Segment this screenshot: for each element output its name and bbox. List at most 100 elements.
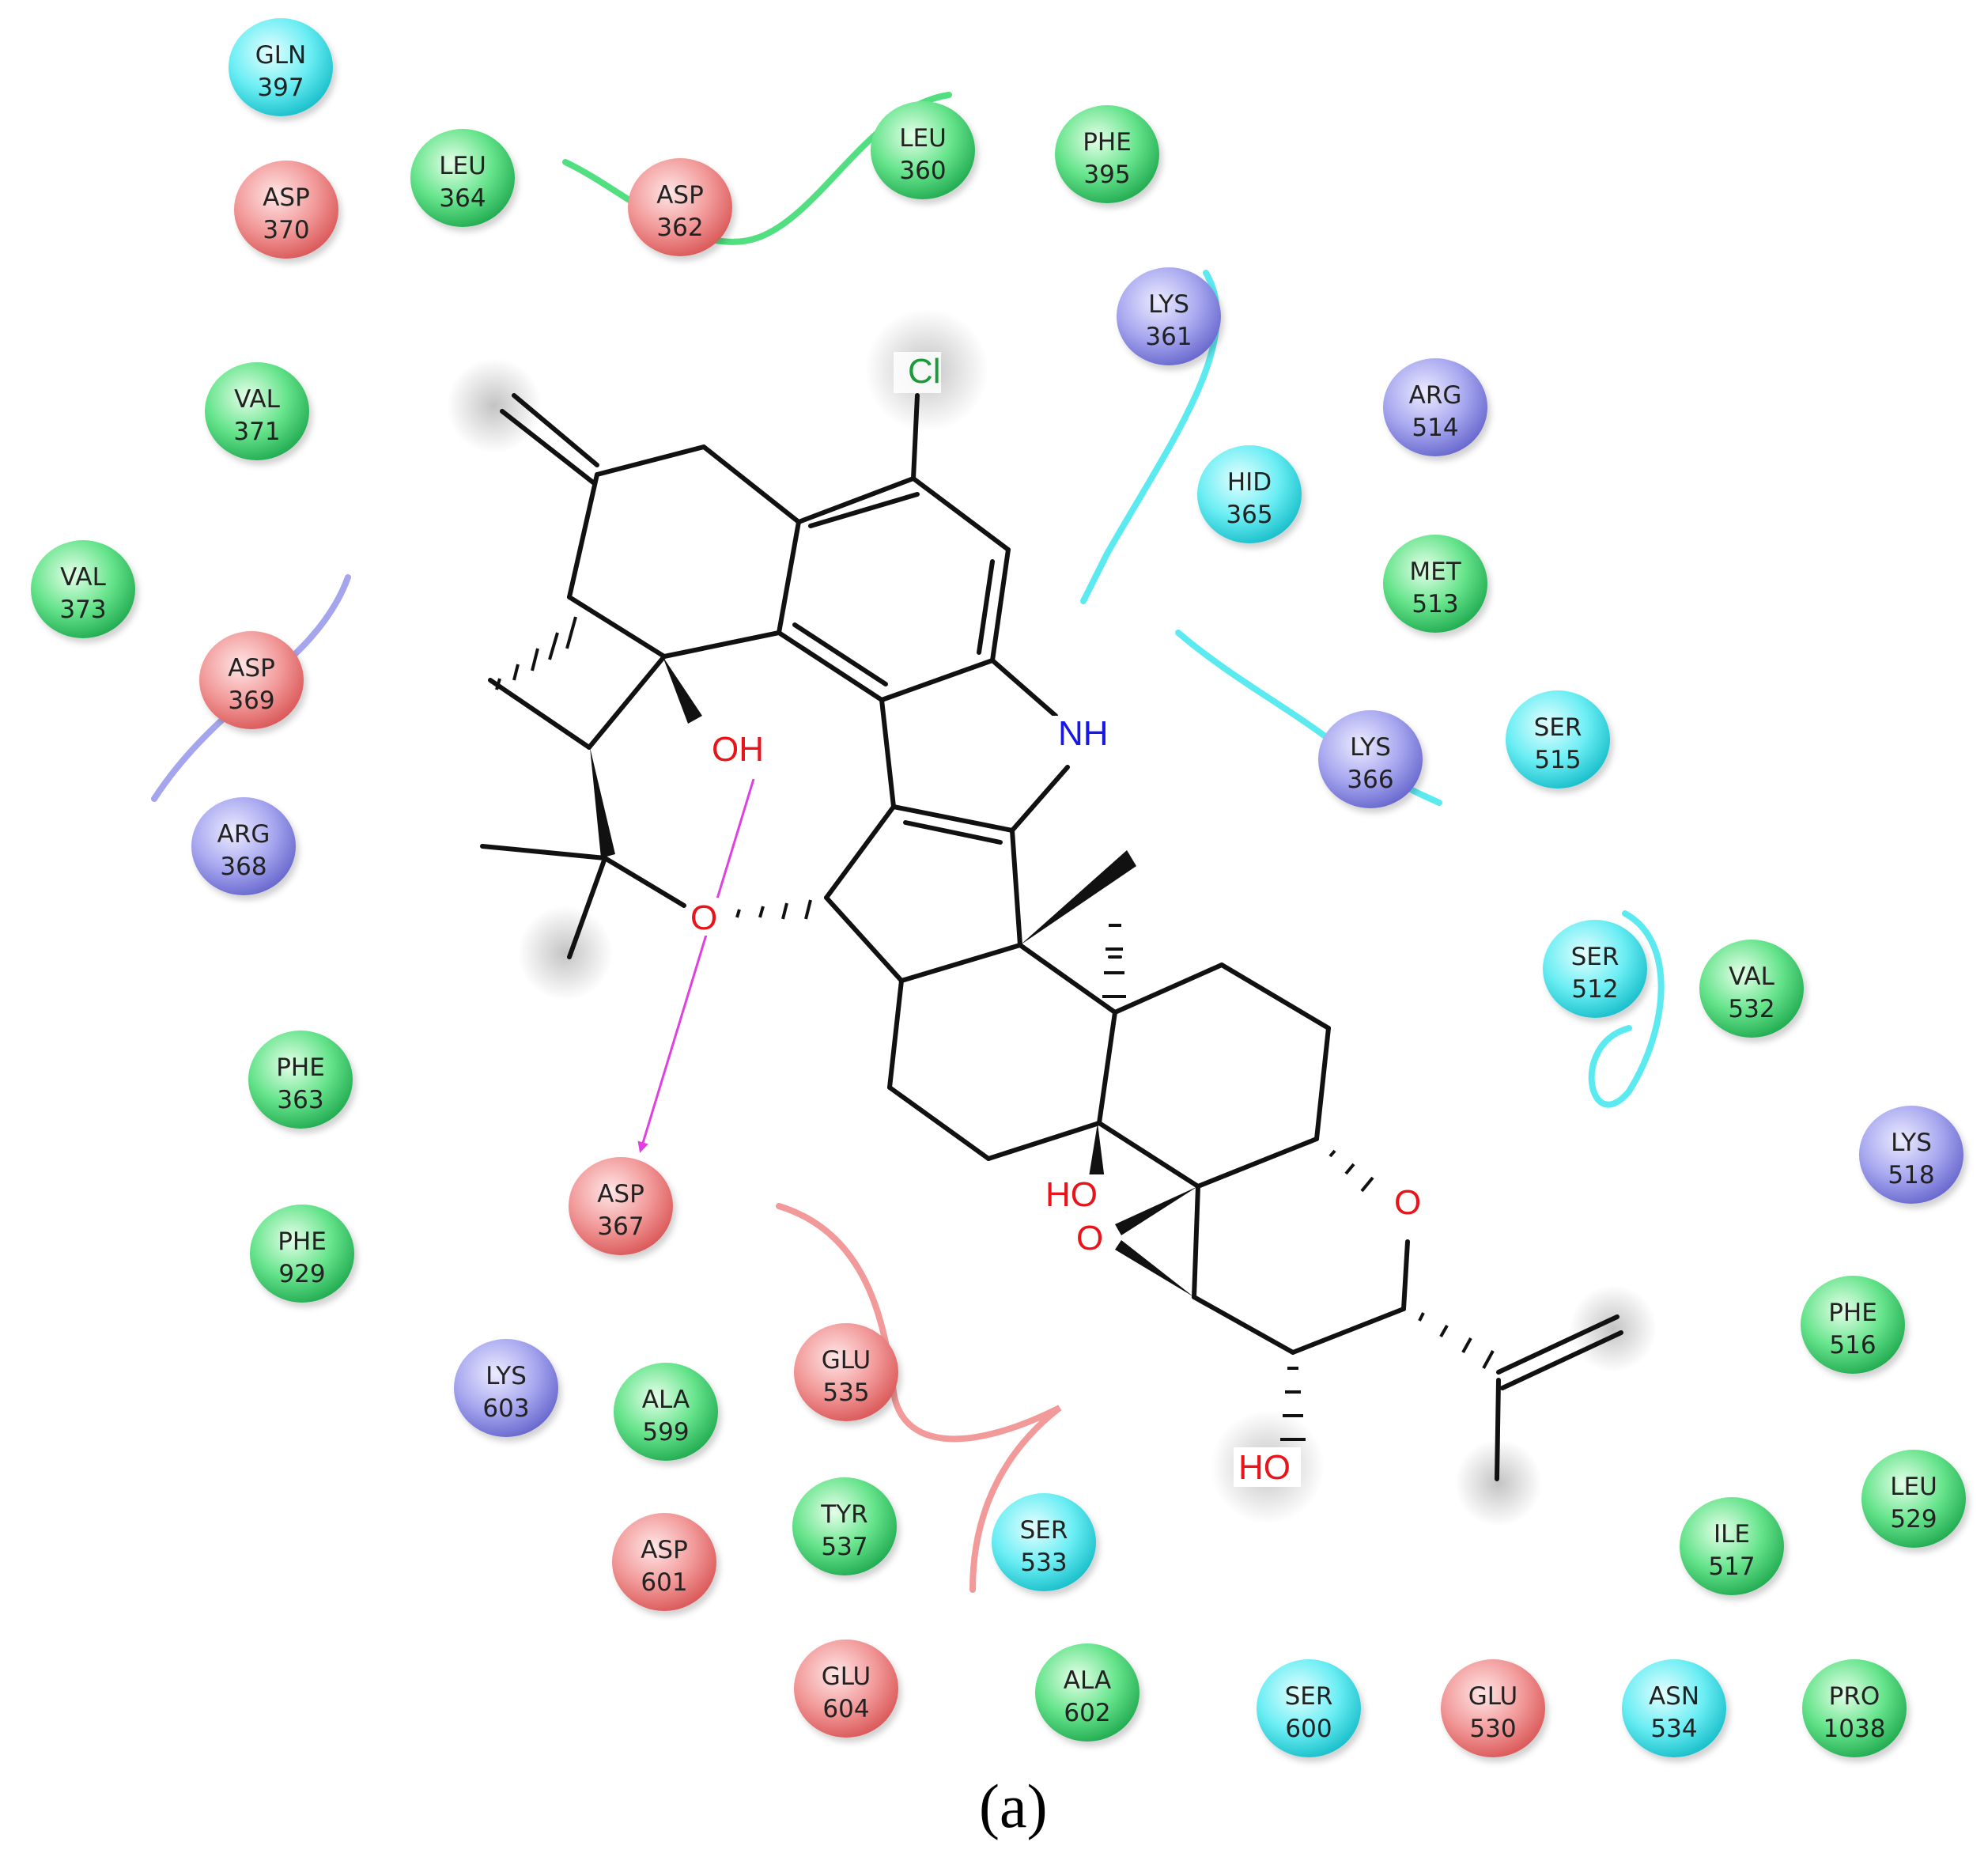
residue-bubble: [992, 1493, 1096, 1591]
residue-bubble: [1197, 445, 1302, 543]
residue-val-373: VAL 373: [31, 540, 135, 638]
residue-name: SER: [1534, 713, 1582, 742]
residue-ser-600: SER 600: [1257, 1659, 1361, 1757]
residue-name: ASN: [1649, 1682, 1699, 1711]
residue-number: 395: [1083, 161, 1130, 189]
residue-number: 370: [263, 216, 309, 244]
residue-bubble: [1117, 267, 1221, 365]
residue-number: 532: [1728, 995, 1774, 1023]
residue-number: 533: [1020, 1549, 1067, 1577]
residue-name: LYS: [1350, 733, 1391, 762]
residue-number: 600: [1285, 1715, 1332, 1743]
residue-number: 517: [1708, 1553, 1755, 1581]
residue-bubble: [612, 1513, 716, 1611]
residue-bubble: [1441, 1659, 1545, 1757]
residue-number: 518: [1888, 1161, 1934, 1189]
residue-bubble: [234, 161, 338, 259]
residue-number: 365: [1226, 501, 1272, 529]
residue-leu-364: LEU 364: [410, 129, 515, 227]
residue-number: 371: [233, 418, 280, 446]
residue-lys-366: LYS 366: [1318, 710, 1423, 808]
hydroxyl-label-top: OH: [712, 730, 764, 769]
residue-bubble: [1861, 1450, 1966, 1548]
residue-leu-529: LEU 529: [1861, 1450, 1966, 1548]
residue-name: SER: [1285, 1682, 1333, 1711]
residue-number: 514: [1412, 414, 1458, 442]
residue-number: 603: [482, 1394, 529, 1423]
residue-name: VAL: [60, 563, 106, 592]
residue-number: 363: [277, 1086, 323, 1114]
stereo-bonds: [495, 616, 1495, 1441]
residue-bubble: [1506, 690, 1610, 789]
residue-number: 1038: [1824, 1715, 1886, 1743]
residue-name: LEU: [439, 152, 486, 180]
residue-number: 599: [642, 1418, 689, 1447]
residue-number: 364: [439, 184, 486, 213]
atom-labels: Cl NH OH O HO O O HO: [688, 352, 1423, 1487]
hydroxyl-label-bottom: HO: [1238, 1448, 1291, 1487]
residue-name: SER: [1020, 1516, 1068, 1545]
residue-bubble: [1699, 940, 1804, 1038]
residue-bubble: [1543, 920, 1647, 1018]
residue-lys-361: LYS 361: [1117, 267, 1221, 365]
residue-number: 529: [1890, 1505, 1937, 1534]
residue-name: ARG: [217, 820, 270, 849]
residue-bubble: [792, 1477, 897, 1575]
residue-name: LYS: [486, 1362, 527, 1390]
residue-number: 361: [1145, 323, 1192, 351]
residue-bubble: [250, 1205, 354, 1303]
residue-number: 929: [278, 1260, 325, 1288]
residue-bubble: [1859, 1106, 1963, 1204]
residue-number: 373: [59, 596, 106, 624]
residue-bubble: [191, 797, 296, 895]
residue-bubble: [31, 540, 135, 638]
residue-number: 369: [228, 686, 274, 715]
residue-number: 512: [1571, 975, 1618, 1004]
chlorine-label: Cl: [908, 352, 941, 391]
residue-name: GLU: [822, 1662, 871, 1691]
residue-name: PHE: [1083, 128, 1132, 157]
residue-number: 534: [1650, 1715, 1697, 1743]
residue-bubble: [199, 631, 304, 729]
residue-name: ASP: [641, 1536, 688, 1564]
residue-lys-603: LYS 603: [454, 1339, 558, 1437]
residue-name: SER: [1571, 943, 1620, 971]
indole-nh-label: NH: [1058, 714, 1109, 753]
residue-name: LYS: [1148, 290, 1189, 319]
residue-bubble: [1383, 535, 1487, 633]
residue-number: 362: [656, 214, 703, 242]
residue-bubble: [410, 129, 515, 227]
residue-lys-518: LYS 518: [1859, 1106, 1963, 1204]
residue-name: ALA: [1064, 1666, 1111, 1695]
residue-name: TYR: [820, 1500, 867, 1529]
hydroxyl-label-middle: HO: [1045, 1175, 1098, 1214]
residue-number: 360: [899, 157, 946, 185]
residue-name: LEU: [1890, 1473, 1937, 1501]
residue-bubble: [1055, 105, 1159, 203]
residue-number: 602: [1064, 1699, 1110, 1727]
residue-bubble: [1383, 358, 1487, 456]
residue-name: ARG: [1409, 381, 1462, 410]
residue-name: LYS: [1891, 1129, 1932, 1157]
figure-caption: (a): [979, 1772, 1048, 1840]
residue-bubble: [1801, 1276, 1905, 1374]
residue-bubble: [794, 1640, 898, 1738]
residue-number: 366: [1347, 766, 1393, 794]
residue-number: 397: [257, 74, 304, 102]
residue-bubble: [1680, 1497, 1784, 1595]
hbond-arrow: [637, 778, 755, 1153]
residue-name: ALA: [642, 1386, 690, 1414]
